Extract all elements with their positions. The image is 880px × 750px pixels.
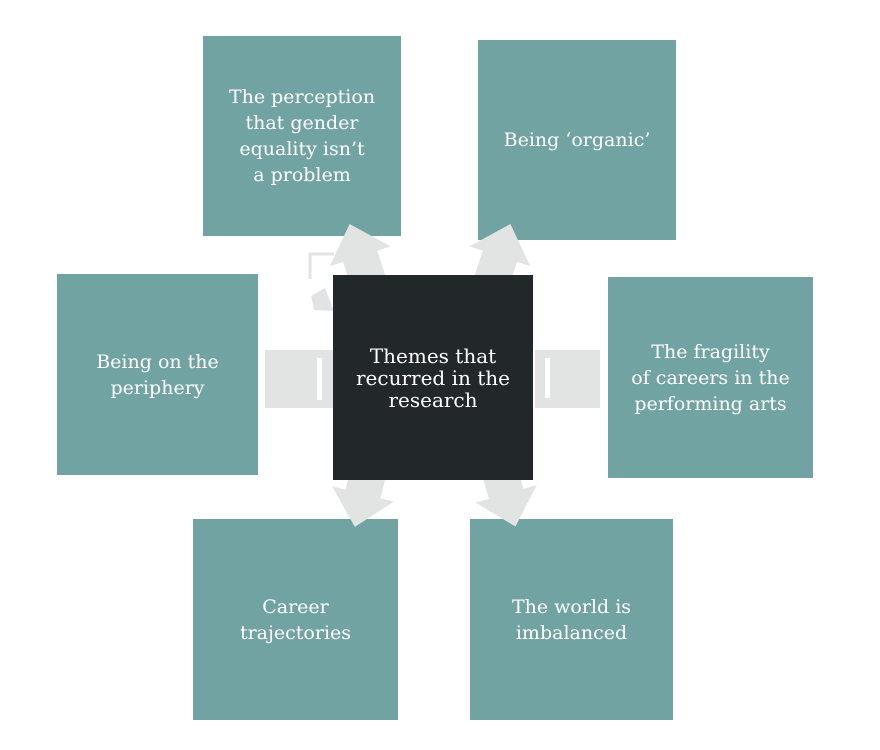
arrow-bracket-icon	[308, 252, 334, 279]
node-organic: Being ‘organic’	[478, 40, 676, 240]
arrow-left-icon	[265, 350, 333, 408]
connector-notch	[317, 358, 322, 400]
node-periphery: Being on the periphery	[57, 274, 258, 475]
node-perception: The perception that gender equality isn’…	[203, 36, 401, 236]
node-fragility: The fragility of careers in the performi…	[608, 277, 813, 478]
arrow-right-icon	[535, 350, 600, 408]
node-career: Career trajectories	[193, 519, 398, 720]
node-center-theme: Themes that recurred in the research	[333, 275, 533, 480]
node-imbalanced: The world is imbalanced	[470, 519, 673, 720]
arrow-fragment-icon	[311, 288, 334, 311]
connector-notch	[545, 358, 550, 398]
